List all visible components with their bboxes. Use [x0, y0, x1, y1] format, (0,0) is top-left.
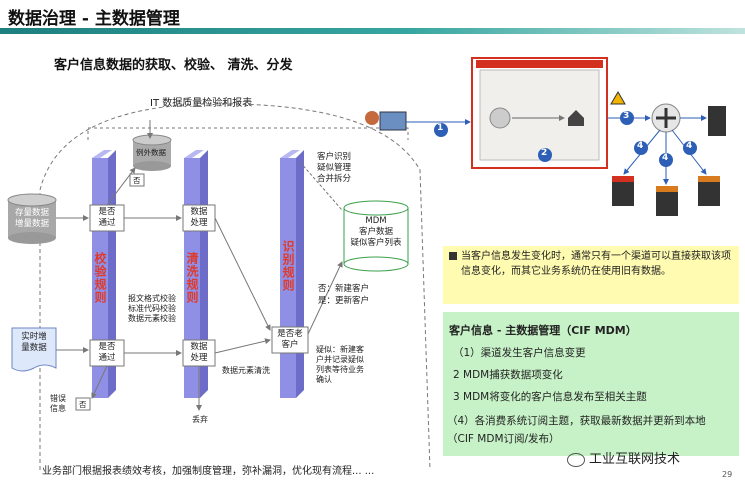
badge-4a: 4	[637, 141, 644, 151]
stock-data-label: 存量数据增量数据	[14, 208, 49, 229]
note-bullet	[449, 252, 457, 260]
server-icon-1	[612, 176, 634, 206]
identify-text: 客户识别疑似管理合并拆分	[317, 152, 352, 184]
no-box-2	[75, 397, 91, 411]
mdm-item-3: 3 MDM将变化的客户信息发布至相关主题	[453, 391, 647, 403]
discard-label: 丢弃	[192, 415, 208, 424]
title-divider	[0, 28, 745, 34]
mdm-item-1: （1）渠道发生客户信息变更	[453, 347, 586, 359]
old-customer-box	[271, 326, 309, 354]
no-label-1: 否	[133, 176, 141, 185]
badge-2: 2	[541, 148, 548, 158]
change-note-box: 当客户信息发生变化时，通常只有一个渠道可以直接获取该项信息变化，而其它业务系统仍…	[443, 246, 739, 304]
server-icon-2	[656, 186, 678, 216]
validate-rule-label: 校验规则	[93, 252, 107, 304]
outer-dashed-loop	[39, 103, 431, 471]
mdm-title: 客户信息 - 主数据管理（CIF MDM）	[449, 324, 637, 337]
bottom-note: 业务部门根据报表绩效考核，加强制度管理，弥补漏洞，优化现有流程... ...	[42, 466, 375, 477]
qa-report-label: IT 数据质量检验和报表	[150, 98, 253, 109]
badge-4b: 4	[662, 153, 669, 163]
realtime-doc-shape	[11, 327, 57, 372]
chat-bubble-icon	[567, 452, 585, 467]
server-icon-3	[698, 176, 720, 206]
exception-db-label: 例外数据	[136, 148, 166, 157]
network-diagram	[365, 57, 726, 216]
no-new-customer: 否：新建客户	[318, 284, 370, 294]
section-subtitle: 客户信息数据的获取、校验、 清洗、分发	[54, 58, 293, 73]
rules-text: 报文格式校验标准代码校验数据元素校验	[128, 294, 176, 323]
process-1: 数据处理	[190, 207, 208, 228]
clean-rule-label: 清洗规则	[185, 252, 199, 304]
qa-bracket	[87, 127, 409, 140]
change-note-text: 当客户信息发生变化时，通常只有一个渠道可以直接获取该项信息变化，而其它业务系统仍…	[461, 251, 731, 277]
badge-4a-circle	[634, 141, 648, 155]
page-number: 29	[722, 470, 733, 479]
badge-1: 1	[437, 123, 444, 133]
mdm-item-4: （4）各消费系统订阅主题，获取最新数据并更新到本地（CIF MDM订阅/发布）	[447, 415, 706, 445]
mdm-item-2: 2 MDM捕获数据项变化	[453, 369, 563, 381]
process-2: 数据处理	[190, 342, 208, 363]
identify-rule-label: 识别规则	[281, 240, 295, 292]
pass-box-2	[89, 339, 125, 367]
badge-3: 3	[623, 111, 630, 121]
mdm-summary-box: 客户信息 - 主数据管理（CIF MDM） （1）渠道发生客户信息变更 2 MD…	[443, 312, 739, 456]
home-icon	[568, 110, 584, 126]
suspect-text: 疑似：新建客户并记录疑似列表等待业务确认	[316, 345, 364, 384]
badge-4b-circle	[659, 153, 673, 167]
mdm-db-cylinder	[343, 200, 409, 272]
error-info: 错误信息	[50, 394, 66, 413]
user-avatar-icon	[365, 111, 379, 125]
badge-3-circle	[620, 111, 634, 125]
badge-1-circle	[434, 123, 448, 137]
badge-4c: 4	[686, 141, 693, 151]
stock-db-cylinder	[7, 193, 57, 244]
no-label-2: 否	[79, 400, 87, 409]
pass-check-2: 是否通过	[98, 342, 116, 363]
user-terminal-icon	[379, 111, 407, 131]
badge-2-circle	[538, 148, 552, 162]
alert-icon	[610, 91, 626, 105]
pass-check-1: 是否通过	[98, 207, 116, 228]
exception-db-cylinder	[132, 134, 172, 171]
no-box-1	[129, 173, 145, 187]
realtime-data-label: 实时增量数据	[21, 332, 47, 353]
old-customer-check: 是否老客户	[277, 329, 303, 350]
watermark: 工业互联网技术	[567, 448, 680, 467]
element-clean-label: 数据元素清洗	[222, 366, 270, 375]
page-title: 数据治理 - 主数据管理	[8, 9, 180, 29]
badge-4c-circle	[683, 141, 697, 155]
server-icon-right	[708, 106, 726, 136]
process-panel-header	[476, 60, 603, 68]
yes-update-customer: 是：更新客户	[318, 296, 370, 306]
process-gear-icon	[489, 107, 511, 129]
